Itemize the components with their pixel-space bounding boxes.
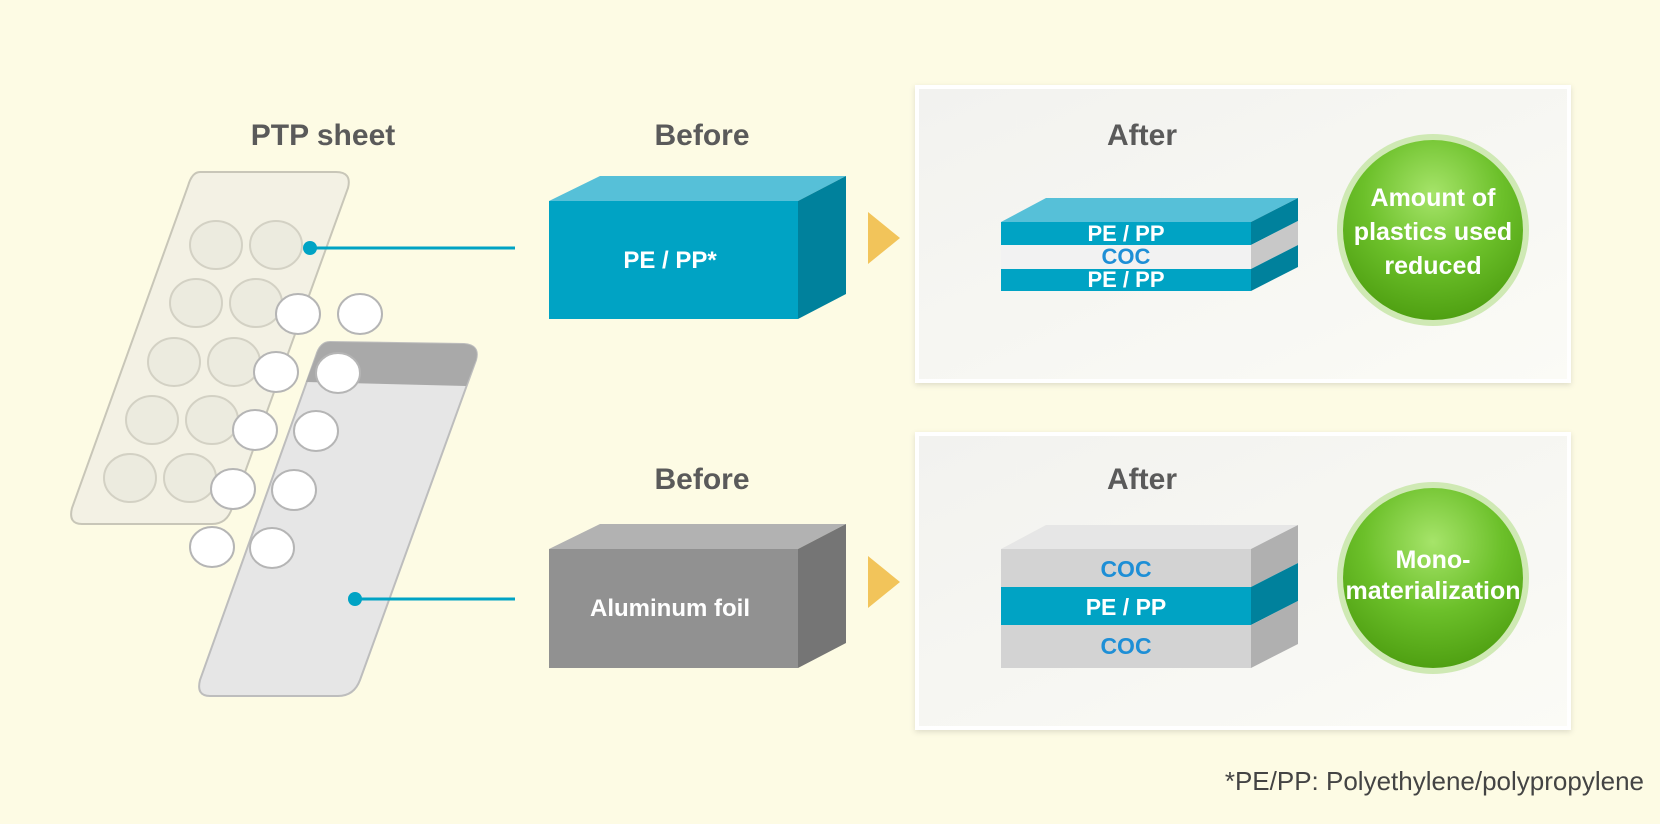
heading-before-top: Before	[654, 119, 749, 152]
layer-bottom-pe-pp: PE / PP	[1086, 594, 1167, 620]
layer-top-pe-pp-1: PE / PP	[1087, 221, 1164, 246]
blister-pockets	[103, 220, 303, 503]
heading-after-bottom: After	[1107, 463, 1177, 496]
benefit-bottom-line2: materialization	[1345, 577, 1520, 605]
layer-bottom-coc-1: COC	[1100, 556, 1151, 582]
layer-top-coc: COC	[1102, 244, 1151, 269]
benefit-top-line1: Amount of	[1371, 184, 1497, 212]
benefit-circle-bottom: Mono- materialization	[1337, 482, 1529, 674]
before-box-top: PE / PP*	[549, 176, 846, 319]
after-panel-bottom: After COC PE / PP COC Mono- materializat…	[915, 432, 1571, 730]
arrow-bottom	[868, 556, 900, 608]
footnote: *PE/PP: Polyethylene/polypropylene	[1225, 766, 1644, 796]
benefit-circle-top: Amount of plastics used reduced	[1337, 134, 1529, 326]
heading-after-top: After	[1107, 119, 1177, 152]
layer-stack-top: PE / PP COC PE / PP	[1001, 198, 1298, 292]
layer-stack-bottom: COC PE / PP COC	[1001, 525, 1298, 668]
after-panel-top: After PE / PP COC PE / PP Amount of plas…	[915, 85, 1571, 383]
ptp-sheet-illustration	[70, 171, 515, 697]
before-box-bottom-label: Aluminum foil	[590, 595, 750, 622]
benefit-top-line3: reduced	[1384, 252, 1481, 280]
heading-before-bottom: Before	[654, 463, 749, 496]
leader-dot-bottom	[348, 592, 362, 606]
benefit-top-line2: plastics used	[1354, 218, 1512, 246]
benefit-bottom-line1: Mono-	[1396, 546, 1471, 574]
tablets	[189, 293, 383, 569]
leader-dot-top	[303, 241, 317, 255]
arrow-top	[868, 212, 900, 264]
before-box-top-label: PE / PP*	[623, 247, 717, 274]
layer-top-pe-pp-2: PE / PP	[1087, 267, 1164, 292]
before-box-bottom: Aluminum foil	[549, 524, 846, 668]
layer-bottom-coc-2: COC	[1100, 633, 1151, 659]
heading-ptp-sheet: PTP sheet	[251, 119, 396, 152]
